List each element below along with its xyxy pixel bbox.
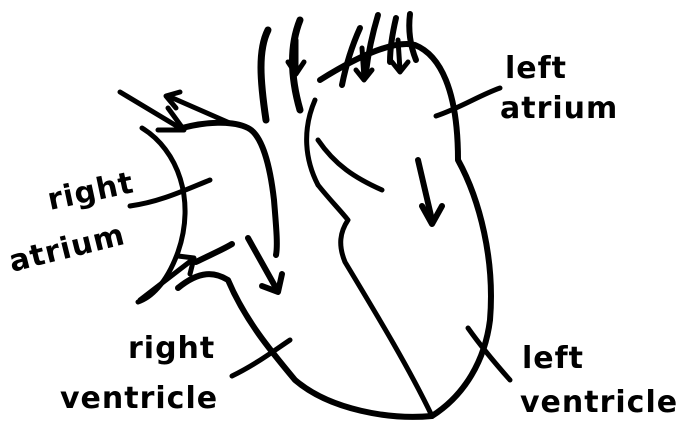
right-ventricle-leader (232, 340, 290, 376)
label-left-ventricle-line1: left (522, 341, 584, 376)
label-right-ventricle: right ventricle (60, 331, 218, 416)
label-left-atrium-line2: atrium (500, 91, 618, 126)
label-right-ventricle-line2: ventricle (60, 381, 218, 416)
label-right-ventricle-line1: right (128, 331, 215, 366)
label-left-atrium: left atrium (500, 51, 618, 126)
label-left-ventricle: left ventricle (520, 341, 678, 420)
label-left-atrium-line1: left (505, 51, 567, 86)
right-atrium-leader (130, 180, 210, 206)
left-atrium-leader (436, 88, 500, 116)
label-right-atrium: right atrium (5, 165, 137, 279)
blood-flow-arrows (120, 40, 442, 300)
label-left-ventricle-line2: ventricle (520, 385, 678, 420)
label-right-atrium-line2: atrium (5, 217, 128, 280)
label-right-atrium-line1: right (44, 165, 137, 217)
